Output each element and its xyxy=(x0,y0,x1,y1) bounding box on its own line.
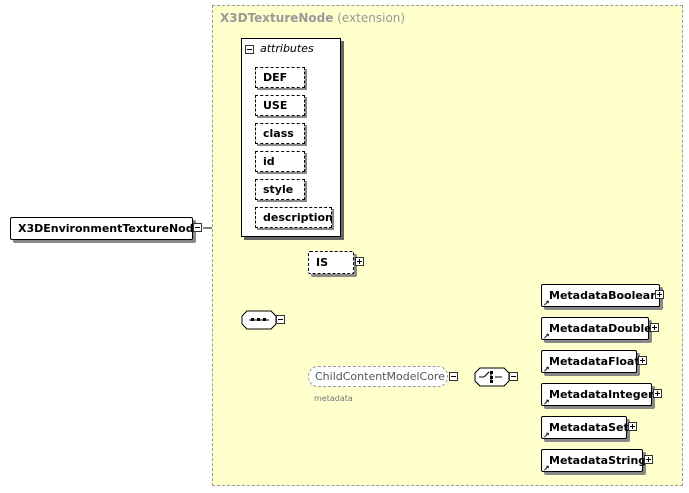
metadata-set-label: MetadataSet xyxy=(549,421,629,434)
reference-arrow-icon: ↗ xyxy=(543,398,550,407)
expand-is-icon[interactable] xyxy=(355,257,364,266)
choice-icon[interactable] xyxy=(474,367,510,387)
expand-metadata-float-icon[interactable] xyxy=(638,356,647,365)
attribute-use[interactable]: USE xyxy=(255,95,305,116)
attribute-class[interactable]: class xyxy=(255,123,305,144)
attribute-id[interactable]: id xyxy=(255,151,305,172)
extension-type-name: X3DTextureNode xyxy=(220,11,334,25)
root-element-label: X3DEnvironmentTextureNode xyxy=(18,222,202,235)
collapse-icon[interactable] xyxy=(193,223,202,232)
metadata-float-label: MetadataFloat xyxy=(549,355,640,368)
metadata-float-node[interactable]: ↗ MetadataFloat xyxy=(541,350,640,374)
metadata-string-node[interactable]: ↗ MetadataString xyxy=(541,449,647,473)
metadata-string-label: MetadataString xyxy=(549,454,647,467)
is-element-node[interactable]: IS xyxy=(308,251,354,274)
attribute-def[interactable]: DEF xyxy=(255,67,305,88)
reference-arrow-icon: ↗ xyxy=(543,332,550,341)
reference-arrow-icon: ↗ xyxy=(543,365,550,374)
reference-arrow-icon: ↗ xyxy=(543,431,550,440)
attribute-description[interactable]: description xyxy=(255,207,333,228)
collapse-choice-icon[interactable] xyxy=(509,372,518,381)
metadata-boolean-label: MetadataBoolean xyxy=(549,289,659,302)
group-sublabel: metadata xyxy=(314,394,353,403)
expand-metadata-boolean-icon[interactable] xyxy=(655,290,664,299)
is-element-label: IS xyxy=(316,256,329,269)
metadata-boolean-node[interactable]: ↗ MetadataBoolean xyxy=(541,284,660,308)
attributes-header: attributes xyxy=(260,42,314,55)
collapse-attributes-icon[interactable] xyxy=(245,45,254,54)
metadata-integer-node[interactable]: ↗ MetadataInteger xyxy=(541,383,654,407)
reference-arrow-icon: ↗ xyxy=(543,299,550,308)
extension-title: X3DTextureNode (extension) xyxy=(220,11,405,25)
group-node[interactable]: ChildContentModelCore xyxy=(308,366,448,387)
expand-metadata-string-icon[interactable] xyxy=(644,455,653,464)
expand-metadata-integer-icon[interactable] xyxy=(653,389,662,398)
metadata-integer-label: MetadataInteger xyxy=(549,388,654,401)
reference-arrow-icon: ↗ xyxy=(543,464,550,473)
collapse-group-icon[interactable] xyxy=(449,372,458,381)
metadata-double-node[interactable]: ↗ MetadataDouble xyxy=(541,317,652,341)
metadata-double-label: MetadataDouble xyxy=(549,322,652,335)
attribute-style[interactable]: style xyxy=(255,179,305,200)
extension-suffix: (extension) xyxy=(337,11,406,25)
expand-metadata-double-icon[interactable] xyxy=(650,323,659,332)
metadata-set-node[interactable]: ↗ MetadataSet xyxy=(541,416,629,440)
sequence-icon[interactable] xyxy=(241,310,277,330)
collapse-sequence-icon[interactable] xyxy=(276,315,285,324)
root-element-node[interactable]: X3DEnvironmentTextureNode xyxy=(10,217,201,240)
expand-metadata-set-icon[interactable] xyxy=(628,422,637,431)
group-label: ChildContentModelCore xyxy=(315,370,445,383)
